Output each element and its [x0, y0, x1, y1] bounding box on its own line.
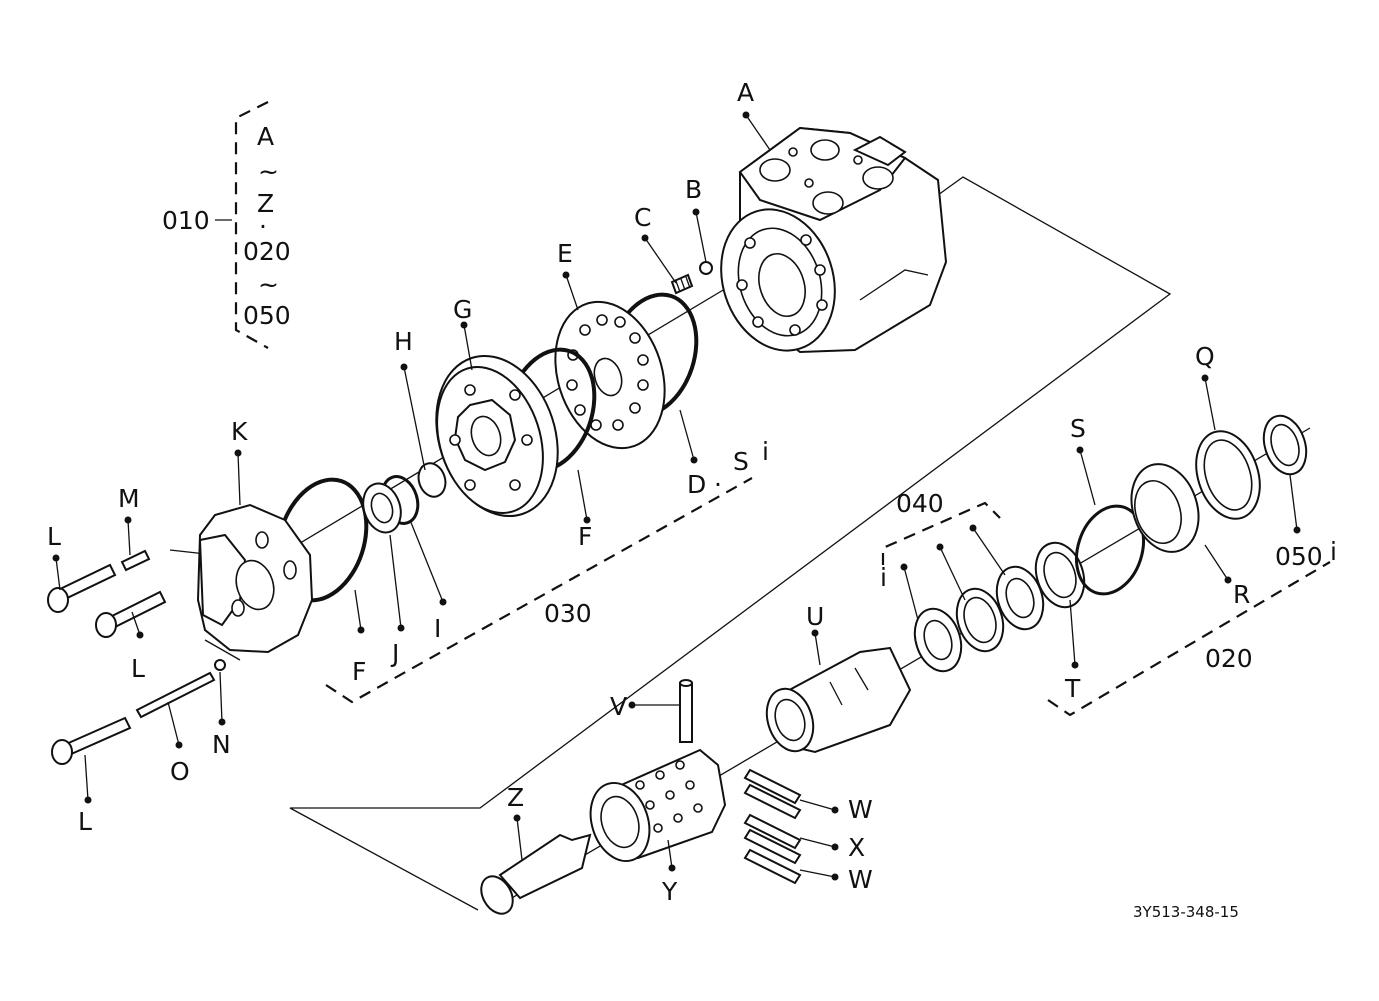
- ball-part-n: [214, 659, 226, 671]
- ring-part-q: [1195, 430, 1261, 520]
- drawing-code: 3Y513-348-15: [1133, 903, 1239, 921]
- part-label-s-upper: S: [733, 447, 749, 476]
- part-label-x: X: [848, 833, 865, 862]
- seal-050: [1262, 414, 1308, 476]
- part-label-i-040: i: [880, 563, 887, 592]
- springs-part-w-x: [743, 768, 802, 885]
- part-label-n: N: [212, 730, 231, 759]
- part-label-f-upper: F: [578, 522, 592, 551]
- bearing-040-2: [955, 587, 1005, 653]
- part-label-y: Y: [661, 877, 678, 906]
- group-bracket-010: [234, 101, 269, 349]
- part-label-j: J: [390, 639, 399, 668]
- group-label-050: 050: [1275, 542, 1323, 571]
- part-label-a: A: [737, 78, 754, 107]
- washer-040-3: [995, 565, 1045, 631]
- part-label-l-1: L: [47, 522, 61, 551]
- part-label-v: V: [610, 692, 627, 721]
- spring-part-c: [670, 273, 694, 295]
- part-label-i-upper: i: [762, 437, 769, 466]
- range-tilde-1: ~: [258, 157, 279, 186]
- leader-dots: [52, 111, 1301, 881]
- range-label-z: Z: [257, 189, 274, 218]
- gerotor-part-g: [435, 354, 559, 518]
- endcap-part-k: [196, 503, 314, 654]
- spacer-part-h: [417, 462, 447, 498]
- part-label-f-lower: F: [352, 657, 366, 686]
- shaft-part-z: [480, 833, 592, 915]
- part-label-d: D: [687, 470, 706, 499]
- part-label-i: I: [434, 614, 441, 643]
- part-label-e: E: [557, 239, 573, 268]
- part-label-r: R: [1233, 580, 1250, 609]
- pin-part-v: [679, 679, 693, 743]
- range-label-a: A: [257, 122, 274, 151]
- leader-lines: [55, 114, 1298, 878]
- bolt-part-l-1: [47, 563, 117, 613]
- part-label-i-050: i: [1330, 537, 1337, 566]
- housing-part-a: [720, 126, 948, 354]
- plate-part-e: [554, 300, 666, 450]
- part-label-z: Z: [507, 783, 524, 812]
- oring-part-s-lower: [1075, 504, 1145, 596]
- part-label-l-2: L: [131, 654, 145, 683]
- group-label-020: 020: [1205, 644, 1253, 673]
- cover-part-r: [1130, 463, 1200, 553]
- part-label-m: M: [118, 484, 140, 513]
- seal-part-t: [1034, 541, 1086, 609]
- part-label-u: U: [806, 602, 824, 631]
- part-label-c: C: [634, 203, 651, 232]
- range-separator: ·: [259, 212, 267, 241]
- part-label-b: B: [685, 175, 702, 204]
- bushing-part-j: [362, 482, 402, 534]
- part-label-q: Q: [1195, 342, 1215, 371]
- part-label-g: G: [453, 295, 472, 324]
- assembly-outline: [289, 176, 1172, 911]
- group-bracket-030: [325, 477, 753, 704]
- group-bracket-040: [881, 501, 1001, 565]
- rod-part-o: [135, 671, 216, 719]
- washer-040-1: [913, 607, 963, 673]
- bolt-part-l-3: [51, 716, 132, 765]
- group-label-030: 030: [544, 599, 592, 628]
- part-label-t: T: [1064, 674, 1081, 703]
- part-label-h: H: [394, 327, 413, 356]
- group-label-010: 010: [162, 206, 210, 235]
- group-bracket-020: [1047, 561, 1331, 717]
- part-label-l-3: L: [78, 807, 92, 836]
- range-label-020: 020: [243, 237, 291, 266]
- pin-part-m: [120, 549, 151, 572]
- bolt-part-l-2: [95, 590, 167, 638]
- check-ball-part-b: [699, 261, 713, 275]
- spool-part-y: [589, 748, 727, 863]
- range-tilde-2: ~: [258, 270, 279, 299]
- group-label-040: 040: [896, 489, 944, 518]
- range-label-050: 050: [243, 301, 291, 330]
- sleeve-part-u: [765, 646, 912, 754]
- part-label-dot: ·: [714, 470, 722, 499]
- part-label-w-1: W: [848, 795, 873, 824]
- part-label-k: K: [231, 417, 248, 446]
- part-label-o: O: [170, 757, 190, 786]
- part-label-s-lower: S: [1070, 414, 1086, 443]
- part-label-w-2: W: [848, 865, 873, 894]
